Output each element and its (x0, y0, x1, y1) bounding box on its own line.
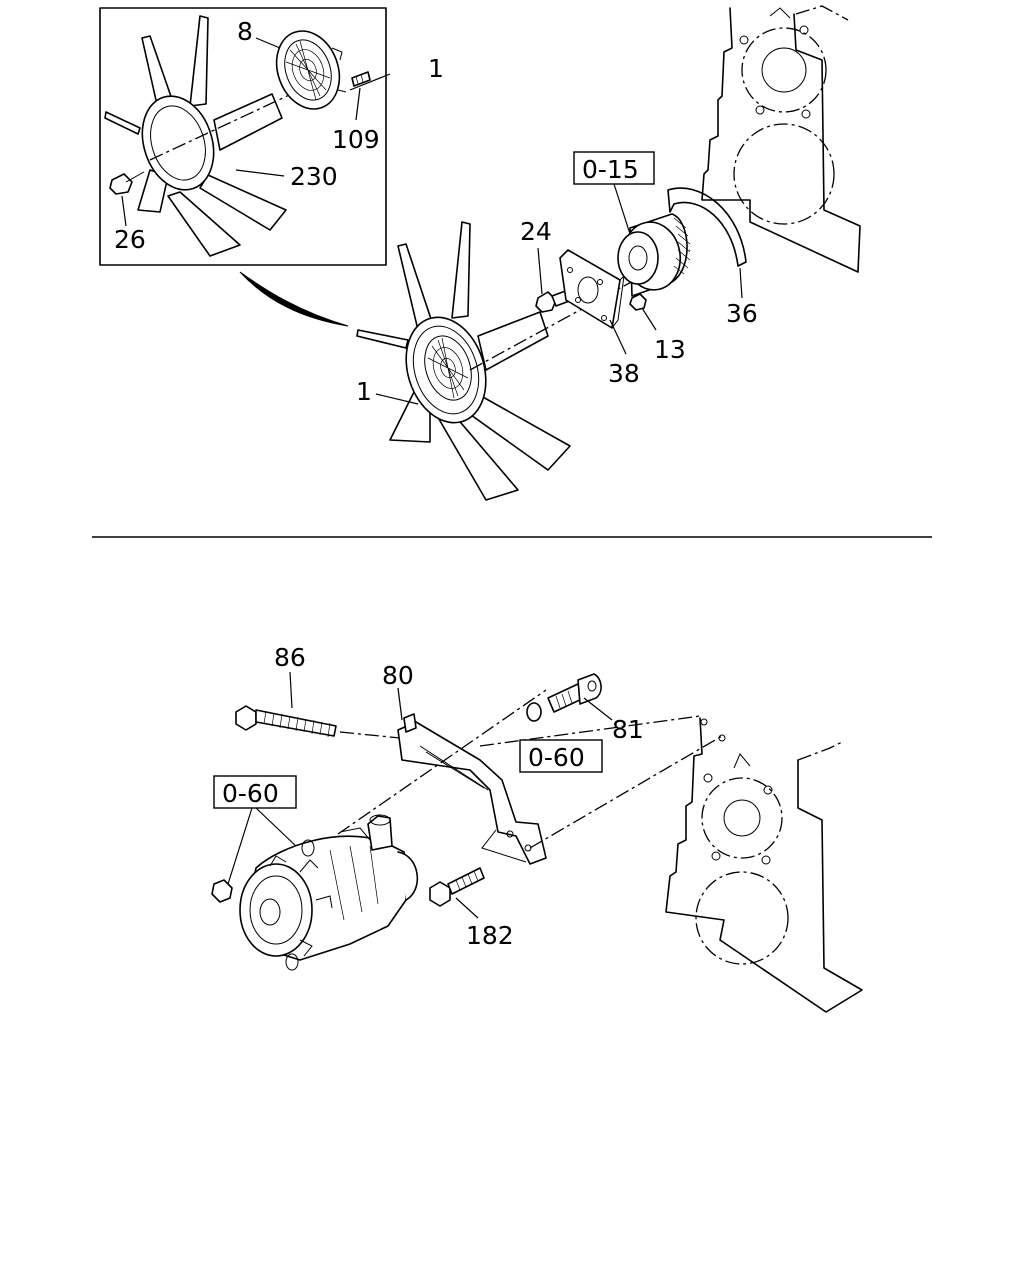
engine-housing-top (701, 5, 861, 273)
engine-housing-bottom (665, 717, 863, 1013)
bracket (397, 713, 547, 865)
callout-bracket-bolt: 81 (612, 715, 644, 744)
callout-spacer-plate: 38 (608, 359, 640, 388)
ref-pump: 0-60 (222, 779, 279, 808)
ref-bracket: 0-60 (528, 743, 585, 772)
callout-pulley-bolt: 24 (520, 217, 552, 246)
ref-box-bracket: 0-60 (519, 739, 603, 773)
callout-long-bolt: 86 (274, 643, 306, 672)
main-fan-assembly (356, 221, 571, 501)
callout-fan-assy-main: 1 (356, 377, 372, 406)
belt-cover (667, 187, 747, 267)
inset-arrow (239, 271, 349, 327)
pump-unit (239, 814, 419, 971)
inset-fan-assembly (104, 15, 371, 257)
callout-lower-bolt: 182 (466, 921, 514, 950)
long-bolt (235, 705, 337, 738)
pulley (617, 213, 691, 297)
ref-pulley: 0-15 (582, 155, 639, 184)
callout-bracket: 80 (382, 661, 414, 690)
callout-belt-cover: 36 (726, 299, 758, 328)
spacer-plate (559, 249, 625, 329)
washer (526, 702, 542, 722)
bracket-bolt (547, 673, 602, 713)
inset-frame (99, 7, 387, 266)
callout-fan-bolt: 26 (114, 225, 146, 254)
lower-bolt (429, 867, 485, 907)
callout-stud-bolt: 109 (332, 125, 380, 154)
callout-fan-assy-inset: 1 (428, 54, 444, 83)
callout-pulley-nut: 13 (654, 335, 686, 364)
callout-fan-blade: 230 (290, 162, 338, 191)
ref-box-pulley: 0-15 (573, 151, 655, 185)
callout-fan-clutch: 8 (237, 17, 253, 46)
ref-box-pump: 0-60 (213, 775, 297, 809)
pump-nut (211, 879, 233, 903)
